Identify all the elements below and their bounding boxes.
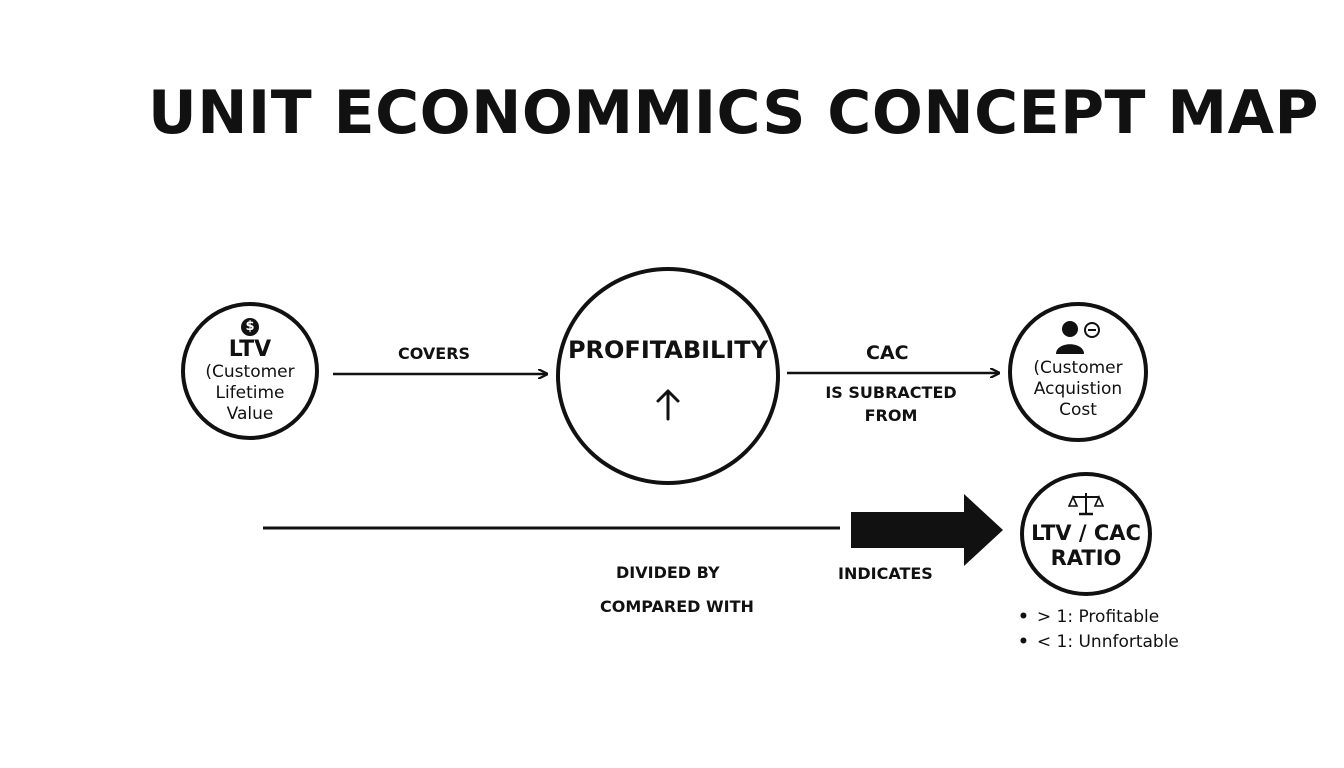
subtracted-label-line-2: FROM: [864, 406, 918, 425]
user-minus-icon: [1056, 320, 1100, 354]
covers-label: COVERS: [398, 344, 471, 363]
subtracted-label-line-1: IS SUBRACTED: [825, 383, 957, 402]
ltv-line-1: (Customer: [205, 361, 295, 382]
ratio-note-profitable: > 1: Profitable: [1018, 605, 1179, 630]
profitability-node: PROFITABILITY: [556, 267, 780, 485]
ratio-line-2: RATIO: [1050, 546, 1122, 570]
ratio-line-1: LTV / CAC: [1031, 521, 1141, 545]
profitability-label: PROFITABILITY: [567, 336, 769, 364]
ratio-notes: > 1: Profitable < 1: Unnfortable: [1018, 605, 1179, 655]
divided-by-label: DIVIDED BY: [616, 563, 720, 582]
ltv-line-3: Value: [226, 403, 274, 424]
ltv-node: $ LTV (Customer Lifetime Value: [181, 302, 319, 440]
ratio-note-unprofitable: < 1: Unnfortable: [1018, 630, 1179, 655]
ltv-line-2: Lifetime: [215, 382, 285, 403]
compared-with-label: COMPARED WITH: [600, 597, 754, 616]
indicates-label: INDICATES: [838, 564, 933, 583]
cac-line-2: Acquistion: [1033, 378, 1123, 399]
cac-edge-label: CAC: [866, 342, 909, 364]
indicates-arrow: [851, 494, 1003, 566]
arrow-up-icon: [656, 389, 680, 421]
ltv-abbr: LTV: [228, 336, 272, 362]
cac-line-3: Cost: [1059, 399, 1097, 420]
dollar-icon: $: [241, 317, 259, 336]
ratio-node: LTV / CAC RATIO: [1020, 472, 1152, 596]
page-title: UNIT ECONOMMICS CONCEPT MAP: [148, 78, 1319, 148]
cac-node: (Customer Acquistion Cost: [1008, 302, 1148, 442]
cac-line-1: (Customer: [1033, 357, 1123, 378]
scale-icon: [1068, 493, 1104, 516]
